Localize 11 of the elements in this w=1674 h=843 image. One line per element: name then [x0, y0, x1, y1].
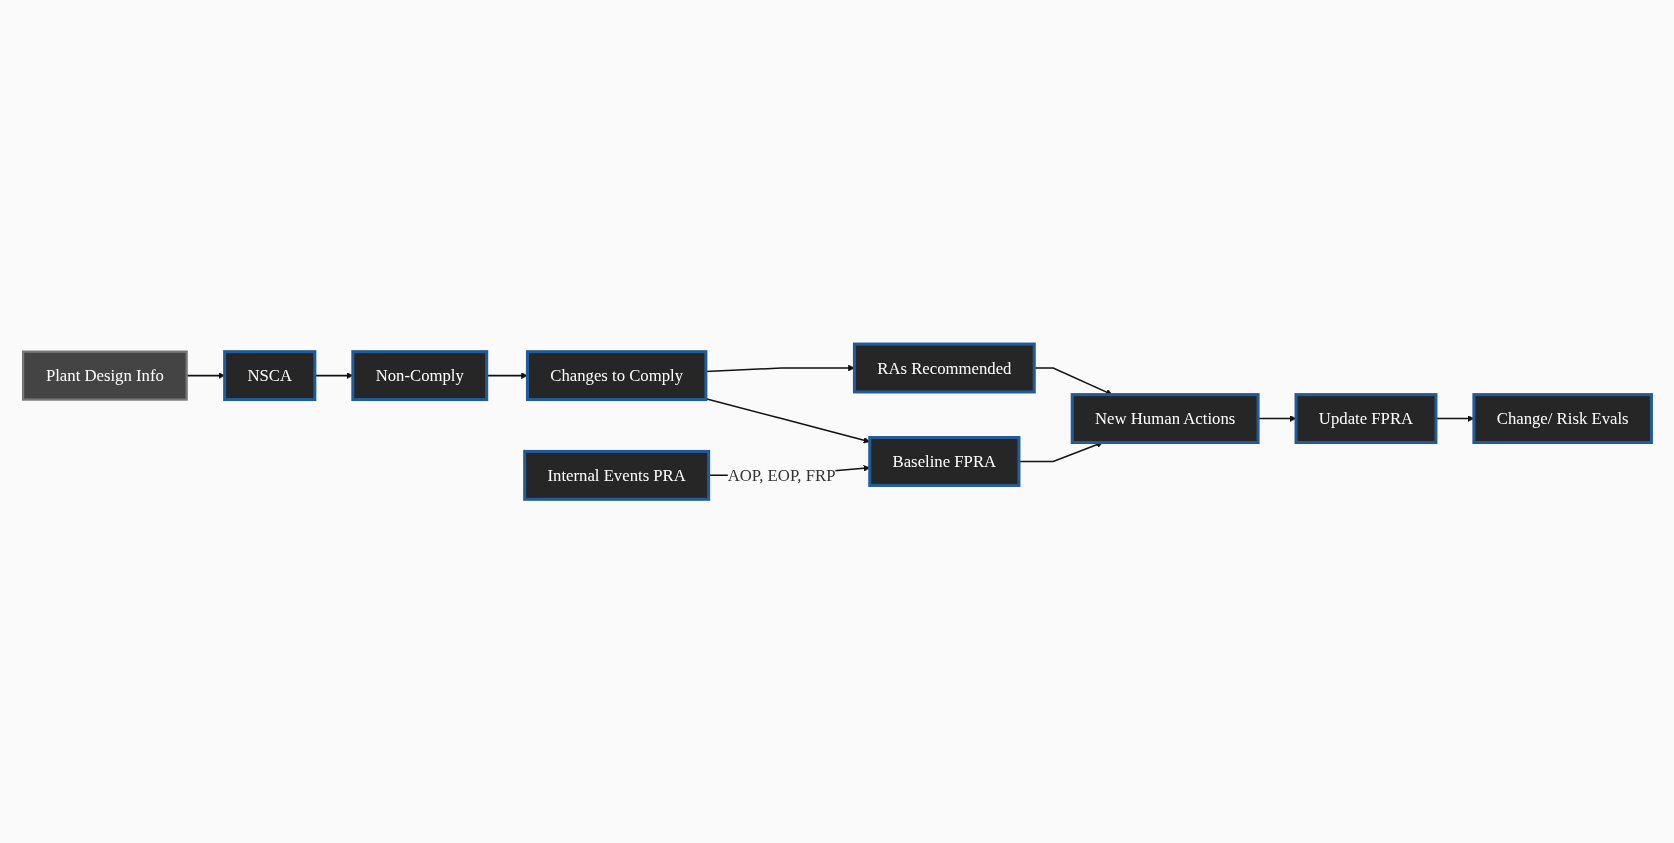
node-box — [852, 342, 1036, 394]
node-box — [525, 349, 708, 401]
node-box — [222, 349, 317, 401]
node-box — [1472, 392, 1653, 444]
node-box — [522, 449, 710, 501]
node-box — [1294, 392, 1438, 444]
node-box — [21, 350, 188, 401]
flowchart: AOP, EOP, FRP Plant Design Info NSCA Non-Comply Changes to Comply RAs Recommended Baseline FPRA New Human Actions Update FPRA Change/ Risk Evals Internal Events PRA — [16, 337, 1658, 506]
node-box — [867, 435, 1021, 487]
node-box — [1070, 392, 1260, 444]
node-box — [351, 349, 488, 401]
